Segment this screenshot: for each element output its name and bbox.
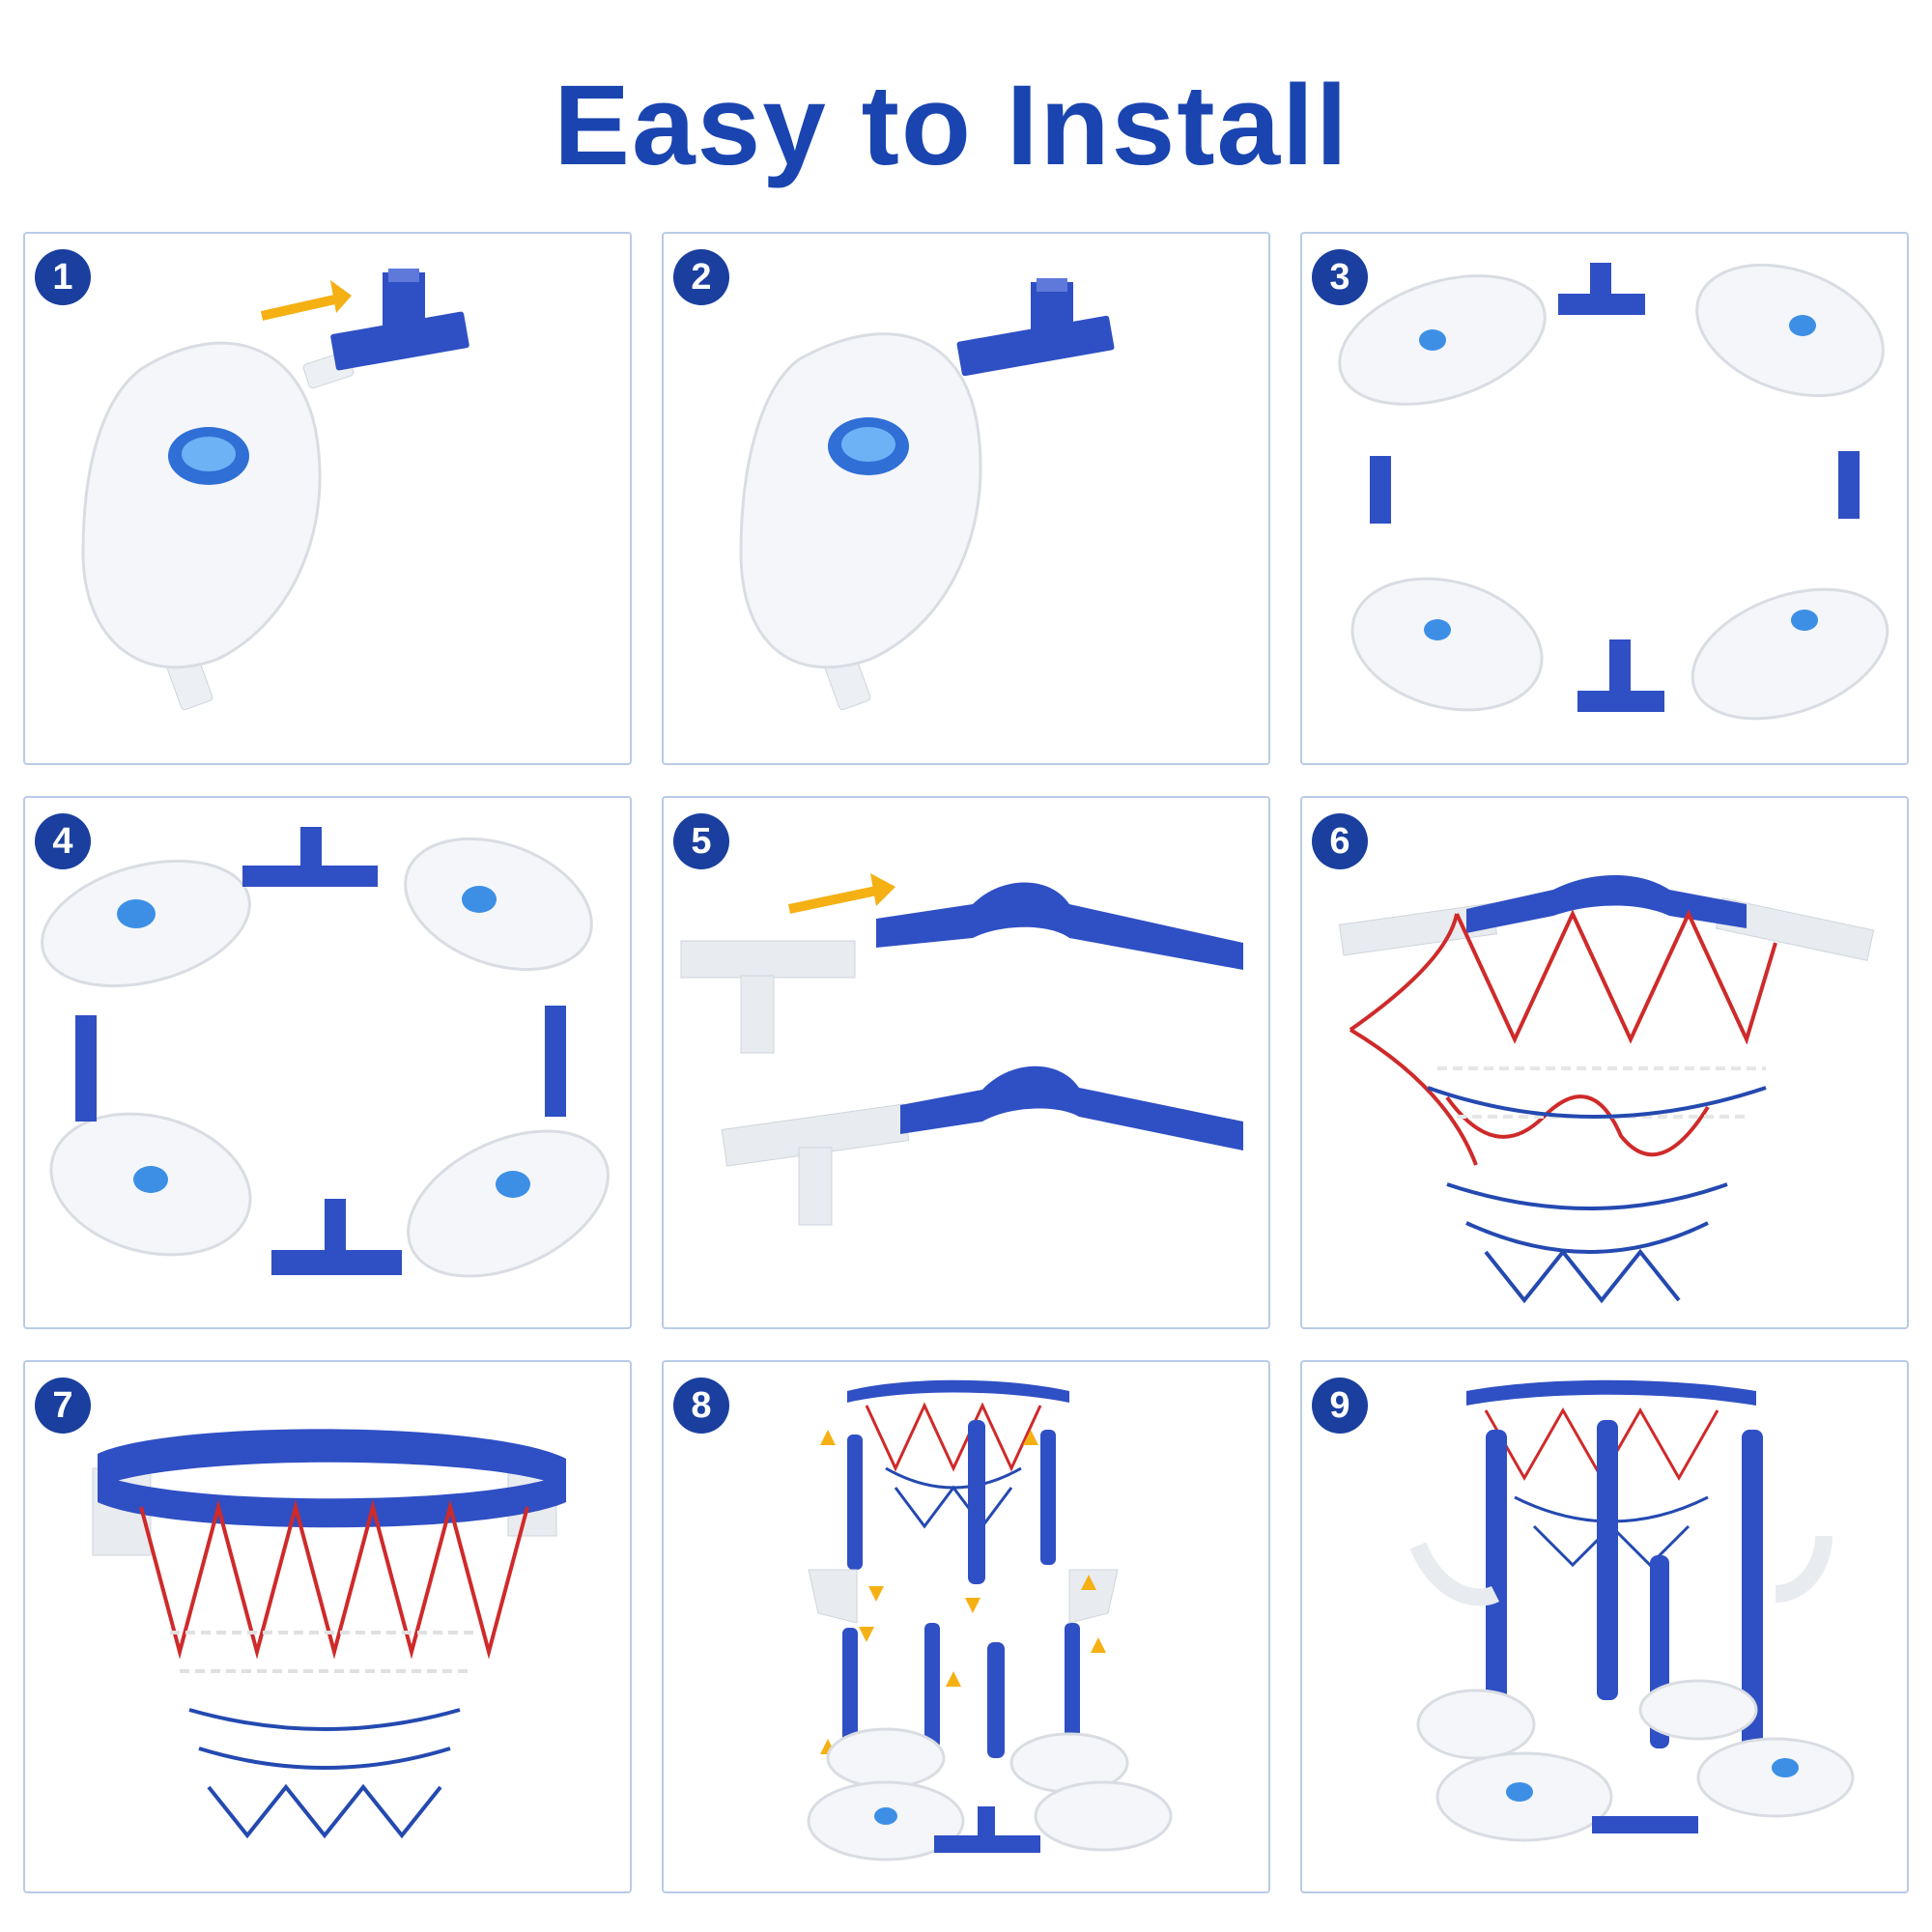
step-6-panel: 6: [1300, 796, 1909, 1329]
step-4-panel: 4: [23, 796, 632, 1329]
step-2-panel: 2: [662, 232, 1270, 765]
step-1-panel: 1: [23, 232, 632, 765]
assembled-hoop-illustration: [1409, 1379, 1855, 1842]
base-and-connector-illustration: [81, 269, 469, 711]
step-8-panel: 8: [662, 1360, 1270, 1893]
bases-connected-illustration: [41, 827, 610, 1278]
step-8-badge: 8: [673, 1378, 729, 1434]
step-6-badge: 6: [1312, 813, 1368, 869]
step-5-panel: 5: [662, 796, 1270, 1329]
step-9-badge: 9: [1312, 1378, 1368, 1434]
instruction-grid: 1 2 3: [23, 232, 1909, 1893]
step-7-panel: 7: [23, 1360, 632, 1893]
full-rim-with-net-illustration: [92, 1429, 566, 1839]
step-2-badge: 2: [673, 249, 729, 305]
step-7-badge: 7: [35, 1378, 91, 1434]
four-bases-layout-illustration: [1338, 263, 1889, 721]
step-9-panel: 9: [1300, 1360, 1909, 1893]
step-3-panel: 3: [1300, 232, 1909, 765]
page-title: Easy to Install: [554, 62, 1350, 189]
exploded-poles-illustration: [807, 1379, 1173, 1861]
step-3-badge: 3: [1312, 249, 1368, 305]
half-rim-with-net-illustration: [1338, 875, 1875, 1304]
base-assembled-illustration: [739, 278, 1115, 711]
rim-connector-illustration: [680, 873, 1243, 1226]
step-5-badge: 5: [673, 813, 729, 869]
step-4-badge: 4: [35, 813, 91, 869]
step-1-badge: 1: [35, 249, 91, 305]
